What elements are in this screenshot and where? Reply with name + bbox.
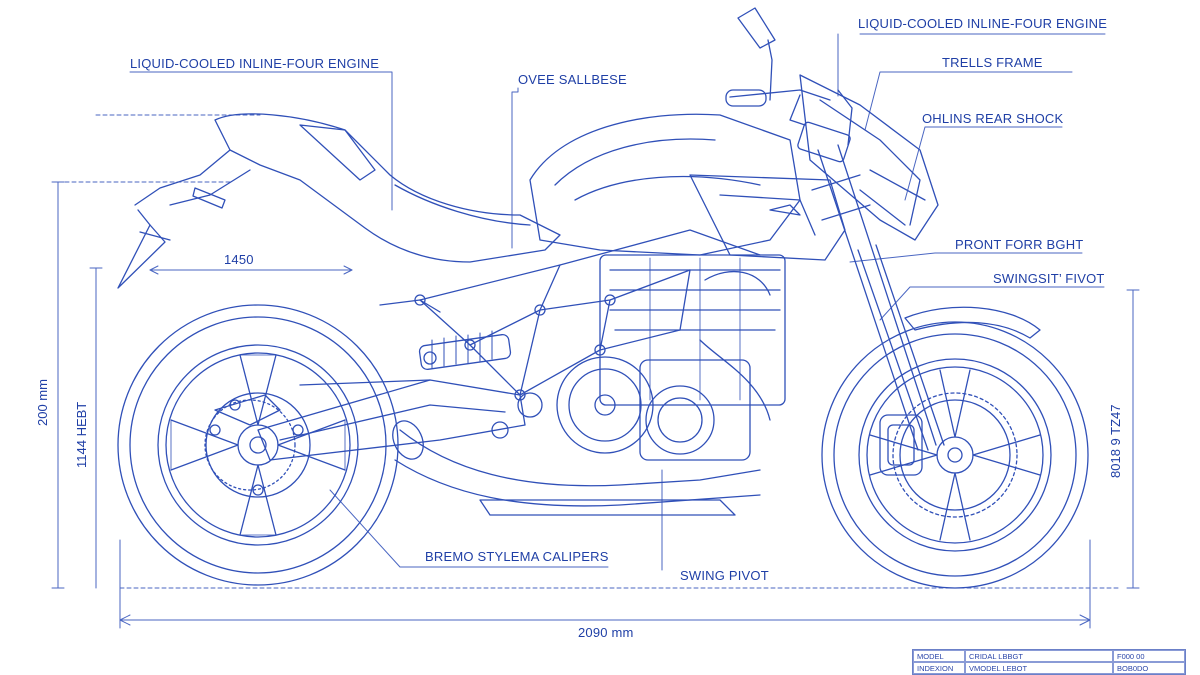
calipers-callout: BREMO STYLEMA CALIPERS (425, 549, 609, 564)
title-block-cell: INDEXION (913, 662, 965, 674)
rear-brake (204, 394, 296, 491)
headlight-cowl (799, 74, 939, 241)
fuel-tank (529, 113, 846, 261)
swingarm (257, 379, 526, 461)
wheelbase-dimension: 1450 (224, 252, 254, 267)
seat-tail (117, 113, 561, 289)
seat-height-dimension: 1144 HEBT (74, 401, 89, 468)
fork-callout: PRONT FORR BGHT (955, 237, 1084, 252)
right-height-dimension: 8018 9 TZ47 (1108, 404, 1123, 478)
exhaust (392, 420, 761, 516)
title-block-cell: CRIDAL LBBGT (965, 650, 1113, 662)
title-block-cell: MODEL (913, 650, 965, 662)
engine-callout-right: LIQUID-COOLED INLINE-FOUR ENGINE (858, 16, 1108, 31)
rear-wheel (117, 304, 399, 586)
leader-lines (129, 33, 1106, 571)
engine-callout-left: LIQUID-COOLED INLINE-FOUR ENGINE (130, 56, 380, 71)
front-fork (797, 121, 945, 451)
title-block-cell: VMODEL LEBOT (965, 662, 1113, 674)
overall-length-dimension: 2090 mm (578, 625, 634, 640)
frame-callout: TRELLS FRAME (942, 55, 1043, 70)
title-block: MODEL CRIDAL LBBGT F000 00 INDEXION VMOD… (912, 649, 1186, 675)
rear-shock (418, 330, 512, 371)
title-block-cell: BOB0DO (1113, 662, 1185, 674)
engine (491, 254, 786, 461)
title-block-cell: F000 00 (1113, 650, 1185, 662)
front-fender (904, 306, 1041, 339)
swing-pivot-callout: SWING PIVOT (680, 568, 769, 583)
seat-callout: OVEE SALLBESE (518, 72, 627, 87)
front-wheel (821, 321, 1089, 589)
handlebar (725, 7, 831, 126)
overall-height-dimension: 200 mm (35, 379, 50, 426)
swingarm-pivot-callout: SWINGSIT’ FIVOT (993, 271, 1105, 286)
shock-callout: OHLINS REAR SHOCK (922, 111, 1064, 126)
